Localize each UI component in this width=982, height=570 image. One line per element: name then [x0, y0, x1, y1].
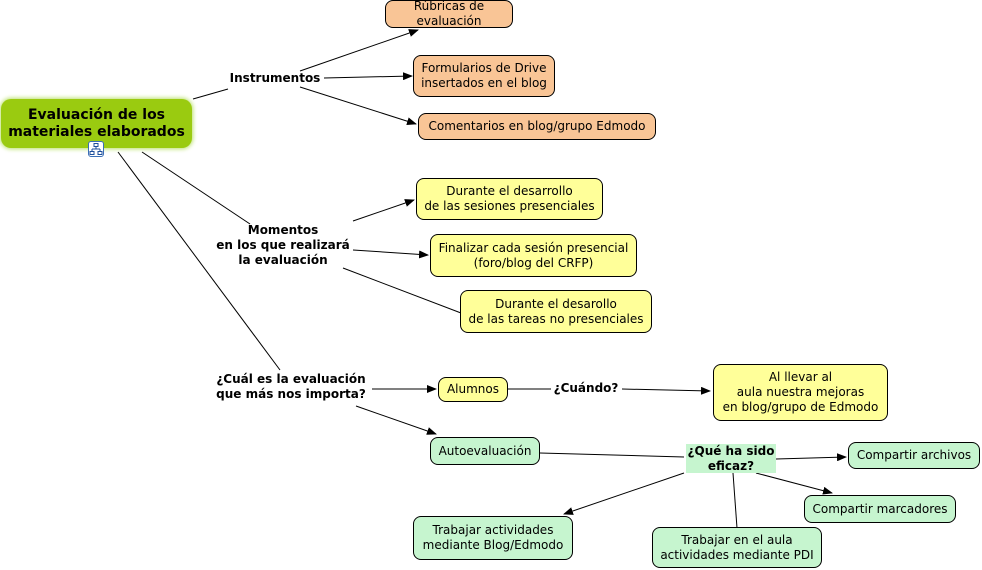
blog-edmodo-line-2: mediante Blog/Edmodo: [422, 538, 564, 552]
tareas-line-2: de las tareas no presenciales: [468, 311, 644, 326]
arrow-to-autoevaluacion: [355, 405, 437, 435]
node-trabajar-aula-pdi[interactable]: Trabajar en el aula actividades mediante…: [652, 527, 822, 568]
node-tareas-no-presenciales[interactable]: Durante el desarollo de las tareas no pr…: [460, 290, 652, 333]
node-rubricas[interactable]: Rúbricas de evaluación: [385, 0, 513, 28]
durante-sesiones-line-1: Durante el desarrollo: [446, 184, 573, 198]
arrow-to-durante-sesiones: [352, 199, 415, 222]
compartir-marcadores-text: Compartir marcadores: [812, 501, 948, 516]
cuando-text: ¿Cuándo?: [553, 381, 619, 395]
arrow-to-finalizar-sesion: [352, 249, 429, 259]
node-durante-sesiones[interactable]: Durante el desarrollo de las sesiones pr…: [416, 178, 603, 220]
node-compartir-archivos[interactable]: Compartir archivos: [848, 442, 980, 469]
node-formularios-drive[interactable]: Formularios de Drive insertados en el bl…: [413, 55, 555, 97]
durante-sesiones-line-2: de las sesiones presenciales: [424, 199, 595, 213]
branch-label-momentos[interactable]: Momentos en los que realizará la evaluac…: [206, 223, 360, 268]
link-to-aula-pdi: [732, 472, 738, 529]
finalizar-line-2: (foro/blog del CRFP): [473, 255, 594, 270]
momentos-line-3: la evaluación: [238, 253, 328, 267]
cuando-answer-line-3: en blog/grupo de Edmodo: [722, 400, 879, 414]
aula-pdi-line-1: Trabajar en el aula: [681, 532, 793, 547]
root-title-line-1: Evaluación de los: [27, 106, 166, 123]
arrow-to-blog-edmodo: [563, 472, 685, 515]
arrow-to-comentarios: [299, 86, 417, 126]
comentarios-text: Comentarios en blog/grupo Edmodo: [428, 119, 646, 133]
link-root-momentos: [141, 151, 251, 225]
link-autoevaluacion-eficaz: [539, 452, 685, 458]
node-alumnos[interactable]: Alumnos: [438, 377, 508, 402]
node-comentarios-blog[interactable]: Comentarios en blog/grupo Edmodo: [418, 113, 656, 140]
alumnos-text: Alumnos: [446, 382, 500, 396]
node-finalizar-sesion[interactable]: Finalizar cada sesión presencial (foro/b…: [430, 234, 637, 277]
arrow-to-cuando-answer: [621, 386, 711, 395]
arrow-to-compartir-marcadores: [755, 472, 833, 495]
pregunta-line-1: ¿Cuál es la evaluación: [216, 372, 366, 386]
blog-edmodo-line-1: Trabajar actividades: [432, 523, 554, 537]
node-cuando-answer[interactable]: Al llevar al aula nuestra mejoras en blo…: [713, 364, 888, 421]
momentos-line-1: Momentos: [247, 223, 319, 237]
autoevaluacion-text: Autoevaluación: [438, 443, 532, 458]
label-eficaz[interactable]: ¿Qué ha sido eficaz?: [686, 444, 776, 473]
link-root-pregunta: [117, 151, 281, 371]
compartir-archivos-text: Compartir archivos: [856, 448, 972, 462]
formularios-line-1: Formularios de Drive: [421, 61, 547, 75]
label-cuando[interactable]: ¿Cuándo?: [550, 381, 622, 396]
root-title-line-2: materiales elaborados: [8, 123, 185, 140]
root-topic[interactable]: Evaluación de los materiales elaborados: [1, 99, 192, 148]
instrumentos-text: Instrumentos: [229, 71, 321, 85]
arrow-to-formularios: [323, 72, 413, 81]
branch-label-instrumentos[interactable]: Instrumentos: [222, 71, 328, 86]
cuando-answer-line-2: aula nuestra mejoras: [736, 385, 865, 399]
link-root-instrumentos: [192, 88, 229, 100]
formularios-line-2: insertados en el blog: [421, 76, 547, 90]
branch-label-pregunta[interactable]: ¿Cuál es la evaluación que más nos impor…: [206, 372, 376, 402]
momentos-line-2: en los que realizará: [216, 238, 350, 252]
eficaz-line-2: eficaz?: [707, 459, 755, 473]
node-compartir-marcadores[interactable]: Compartir marcadores: [804, 495, 956, 523]
aula-pdi-line-2: actividades mediante PDI: [660, 547, 814, 562]
node-trabajar-blog-edmodo[interactable]: Trabajar actividades mediante Blog/Edmod…: [413, 516, 573, 560]
finalizar-line-1: Finalizar cada sesión presencial: [438, 240, 629, 255]
link-to-tareas-no-presenciales: [342, 267, 462, 314]
node-autoevaluacion[interactable]: Autoevaluación: [430, 437, 540, 465]
pregunta-line-2: que más nos importa?: [216, 387, 366, 401]
hierarchy-icon[interactable]: [88, 141, 104, 157]
arrow-to-compartir-archivos: [775, 453, 847, 462]
rubricas-text: Rúbricas de evaluación: [413, 0, 485, 28]
eficaz-line-1: ¿Qué ha sido: [687, 444, 775, 458]
cuando-answer-line-1: Al llevar al: [768, 370, 833, 384]
tareas-line-1: Durante el desarollo: [495, 296, 617, 311]
arrow-to-rubricas: [299, 29, 419, 72]
